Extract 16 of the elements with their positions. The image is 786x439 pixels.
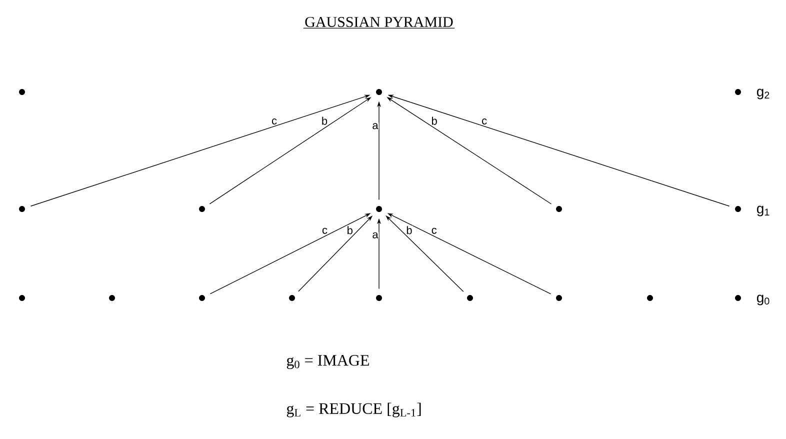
formula: g$_{0}$ = IMAGE: [286, 354, 369, 370]
title: GAUSSIAN PYRAMID: [303, 16, 455, 29]
level-label: g$_{2}$: [757, 88, 770, 100]
formula: g$_{L}$ = REDUCE [g$_{L-1}$]: [286, 402, 421, 418]
edge-label: c: [481, 118, 488, 125]
edge-label: b: [320, 116, 328, 126]
level-label: g$_{1}$: [757, 206, 770, 216]
edge-label: a: [372, 122, 379, 130]
edge-label: b: [406, 226, 413, 235]
edge-label: b: [346, 226, 354, 235]
level-label: g$_{0}$: [757, 294, 770, 306]
edge-label: a: [372, 232, 379, 239]
edge-label: c: [430, 227, 438, 234]
edge-label: c: [322, 227, 328, 234]
edge-label: b: [430, 116, 438, 126]
edge-label: c: [271, 118, 278, 125]
